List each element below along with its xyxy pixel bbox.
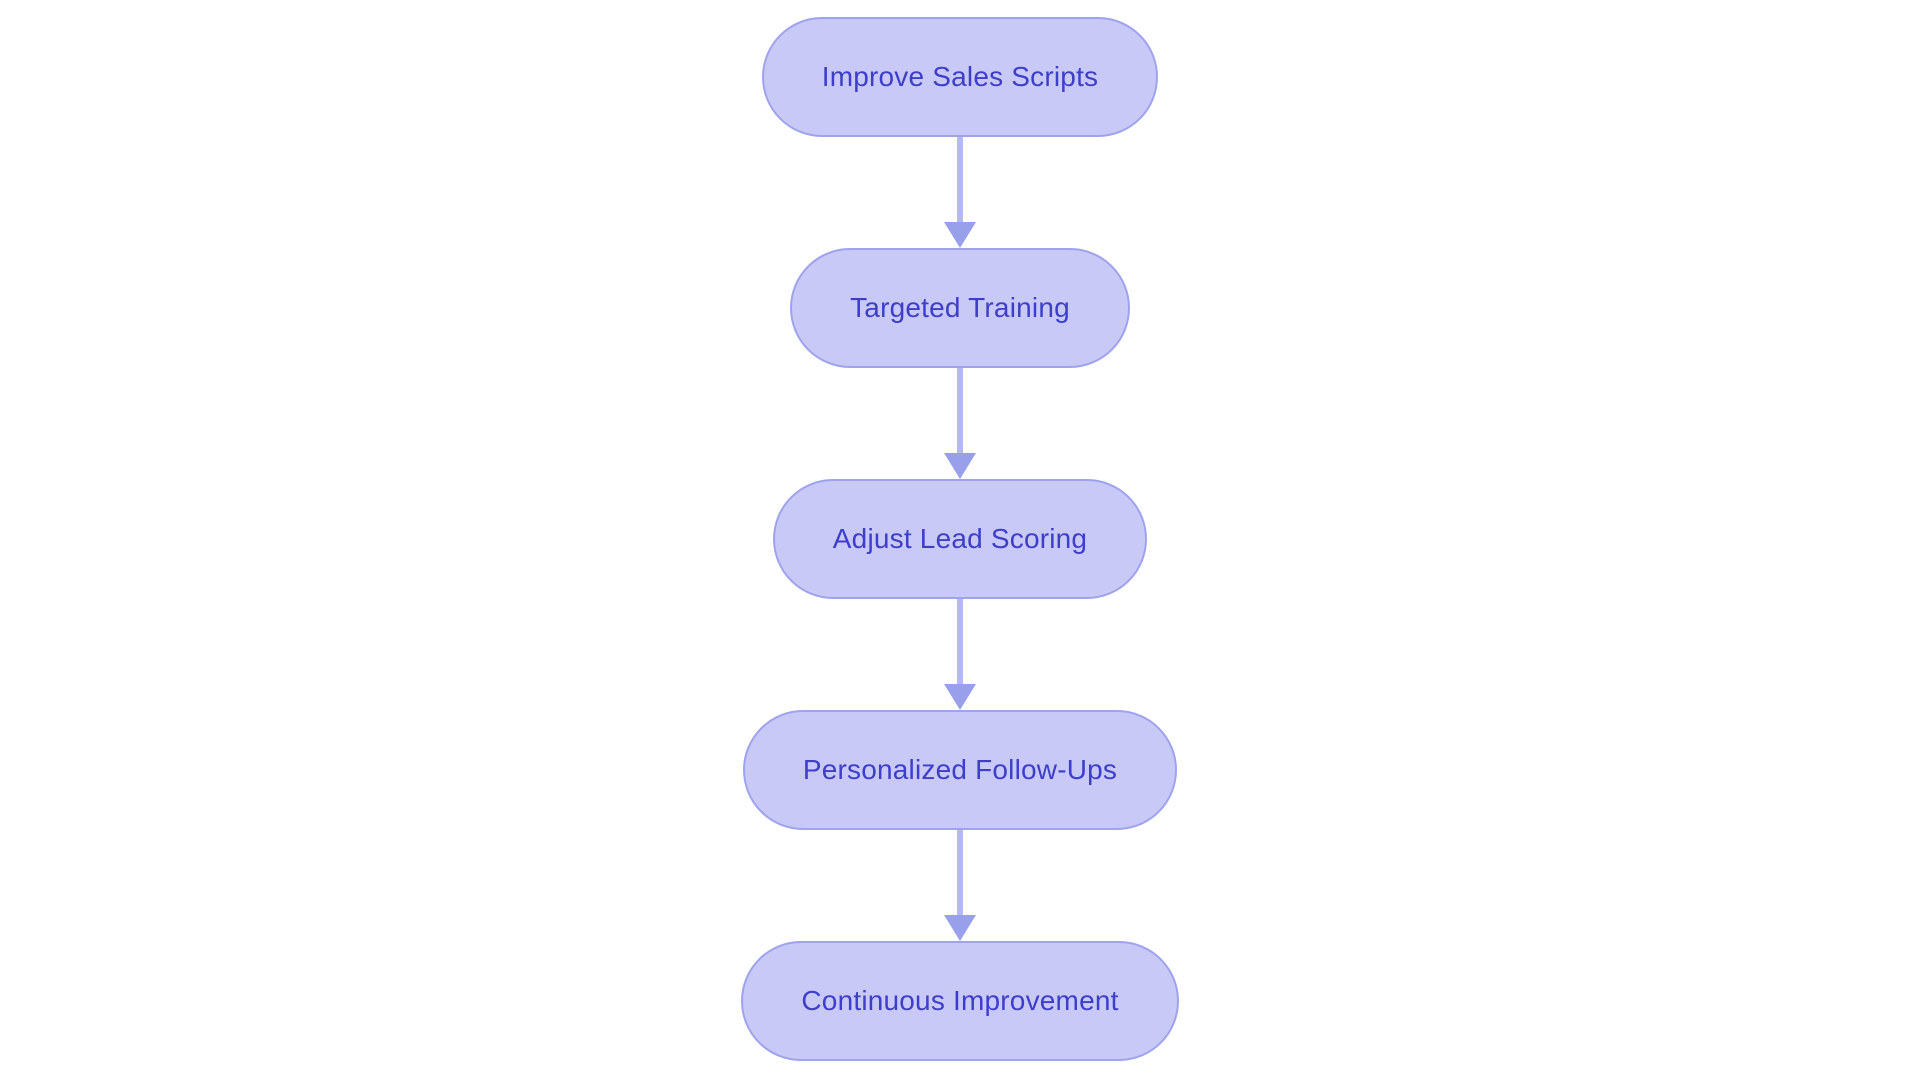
arrow-down-icon: [944, 453, 976, 479]
flow-node-improve-sales-scripts[interactable]: Improve Sales Scripts: [761, 17, 1159, 137]
arrow-down-icon: [944, 684, 976, 710]
flow-node-label: Continuous Improvement: [801, 985, 1119, 1016]
flow-node-adjust-lead-scoring[interactable]: Adjust Lead Scoring: [772, 479, 1148, 599]
flow-arrow-2: [944, 368, 976, 479]
flow-arrow-1: [944, 137, 976, 248]
flow-node-personalized-follow-ups[interactable]: Personalized Follow-Ups: [742, 710, 1178, 830]
arrow-shaft: [957, 830, 963, 915]
arrow-down-icon: [944, 915, 976, 941]
arrow-shaft: [957, 599, 963, 684]
flow-node-label: Adjust Lead Scoring: [832, 523, 1088, 554]
flow-node-targeted-training[interactable]: Targeted Training: [790, 248, 1130, 368]
arrow-shaft: [957, 368, 963, 453]
flow-arrow-4: [944, 830, 976, 941]
flowchart: Improve Sales Scripts Targeted Training …: [0, 17, 1920, 1061]
flow-node-label: Improve Sales Scripts: [821, 61, 1099, 92]
arrow-shaft: [957, 137, 963, 222]
flow-node-label: Personalized Follow-Ups: [802, 754, 1118, 785]
arrow-down-icon: [944, 222, 976, 248]
flow-node-label: Targeted Training: [850, 292, 1070, 323]
flow-node-continuous-improvement[interactable]: Continuous Improvement: [741, 941, 1179, 1061]
flow-arrow-3: [944, 599, 976, 710]
